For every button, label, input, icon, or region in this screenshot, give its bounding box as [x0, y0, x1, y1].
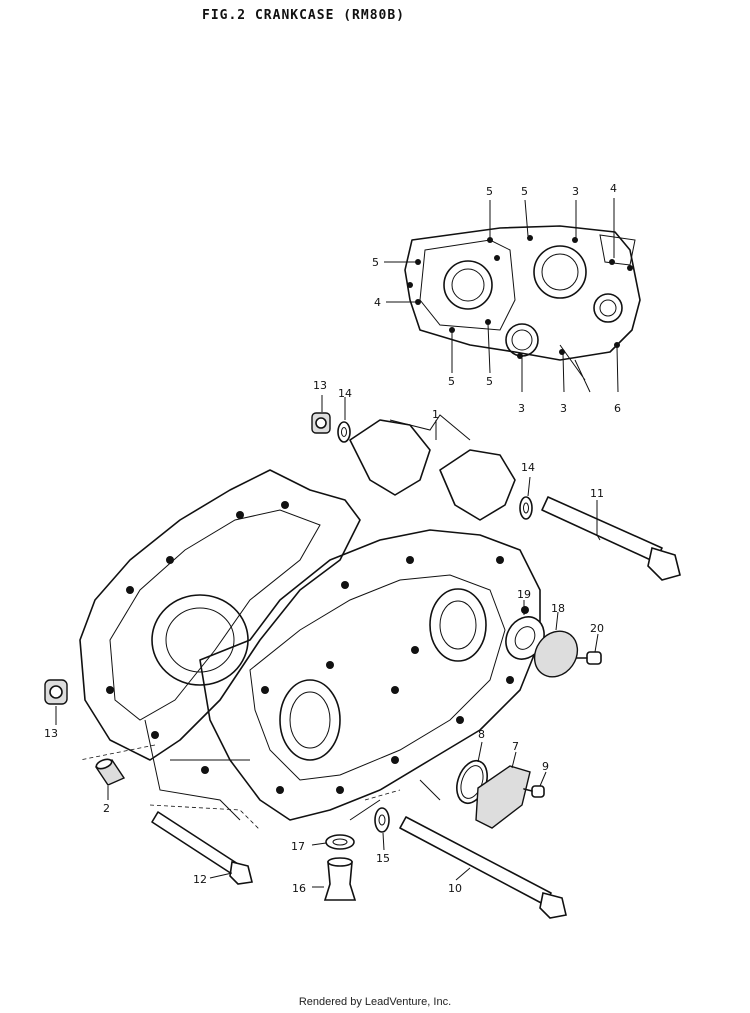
washer-14-right: [519, 496, 533, 520]
callout-5: 5: [372, 256, 379, 269]
callout-15: 15: [376, 852, 390, 865]
cover-7: [475, 765, 531, 829]
main-crankcase-assembly: [79, 414, 541, 821]
callout-6: 6: [614, 402, 621, 415]
leader-lines: [55, 395, 601, 888]
callout-8: 8: [478, 728, 485, 741]
bolt-11: [541, 496, 681, 581]
callout-5: 5: [486, 185, 493, 198]
nut-13-upper: [311, 412, 331, 434]
callout-13: 13: [313, 379, 327, 392]
callout-3: 3: [560, 402, 567, 415]
callout-7: 7: [512, 740, 519, 753]
callout-11: 11: [590, 487, 604, 500]
callout-19: 19: [517, 588, 531, 601]
callout-10: 10: [448, 882, 462, 895]
callout-5: 5: [486, 375, 493, 388]
callout-2: 2: [103, 802, 110, 815]
cover-18: [533, 630, 579, 678]
callout-4: 4: [374, 296, 381, 309]
callout-5: 5: [521, 185, 528, 198]
washer-14-upper: [337, 421, 351, 443]
drain-plug-16: [323, 857, 357, 901]
figure-title: FIG.2 CRANKCASE (RM80B): [202, 8, 406, 23]
callout-18: 18: [551, 602, 565, 615]
nut-13-lower: [44, 679, 68, 705]
screw-9: [523, 785, 545, 798]
callout-14: 14: [521, 461, 535, 474]
dowel-2: [94, 758, 126, 786]
washer-15: [374, 807, 390, 833]
callout-5: 5: [448, 375, 455, 388]
inset-crankcase-view: [384, 198, 641, 393]
callout-4: 4: [610, 182, 617, 195]
callout-3: 3: [518, 402, 525, 415]
callout-1: 1: [432, 408, 439, 421]
callout-16: 16: [292, 882, 306, 895]
screw-20: [576, 651, 602, 665]
callout-labels: 5 5 3 4 5 4 5 5 3 3 6 1 13 14 14 11 19 1…: [44, 182, 621, 895]
gasket-19: [505, 616, 545, 660]
callout-14: 14: [338, 387, 352, 400]
callout-9: 9: [542, 760, 549, 773]
callout-12: 12: [193, 873, 207, 886]
callout-3: 3: [572, 185, 579, 198]
gasket-17: [325, 834, 355, 850]
callout-13: 13: [44, 727, 58, 740]
callout-20: 20: [590, 622, 604, 635]
footer-credit: Rendered by LeadVenture, Inc.: [298, 996, 452, 1008]
callout-17: 17: [291, 840, 305, 853]
bolt-10: [399, 816, 567, 919]
